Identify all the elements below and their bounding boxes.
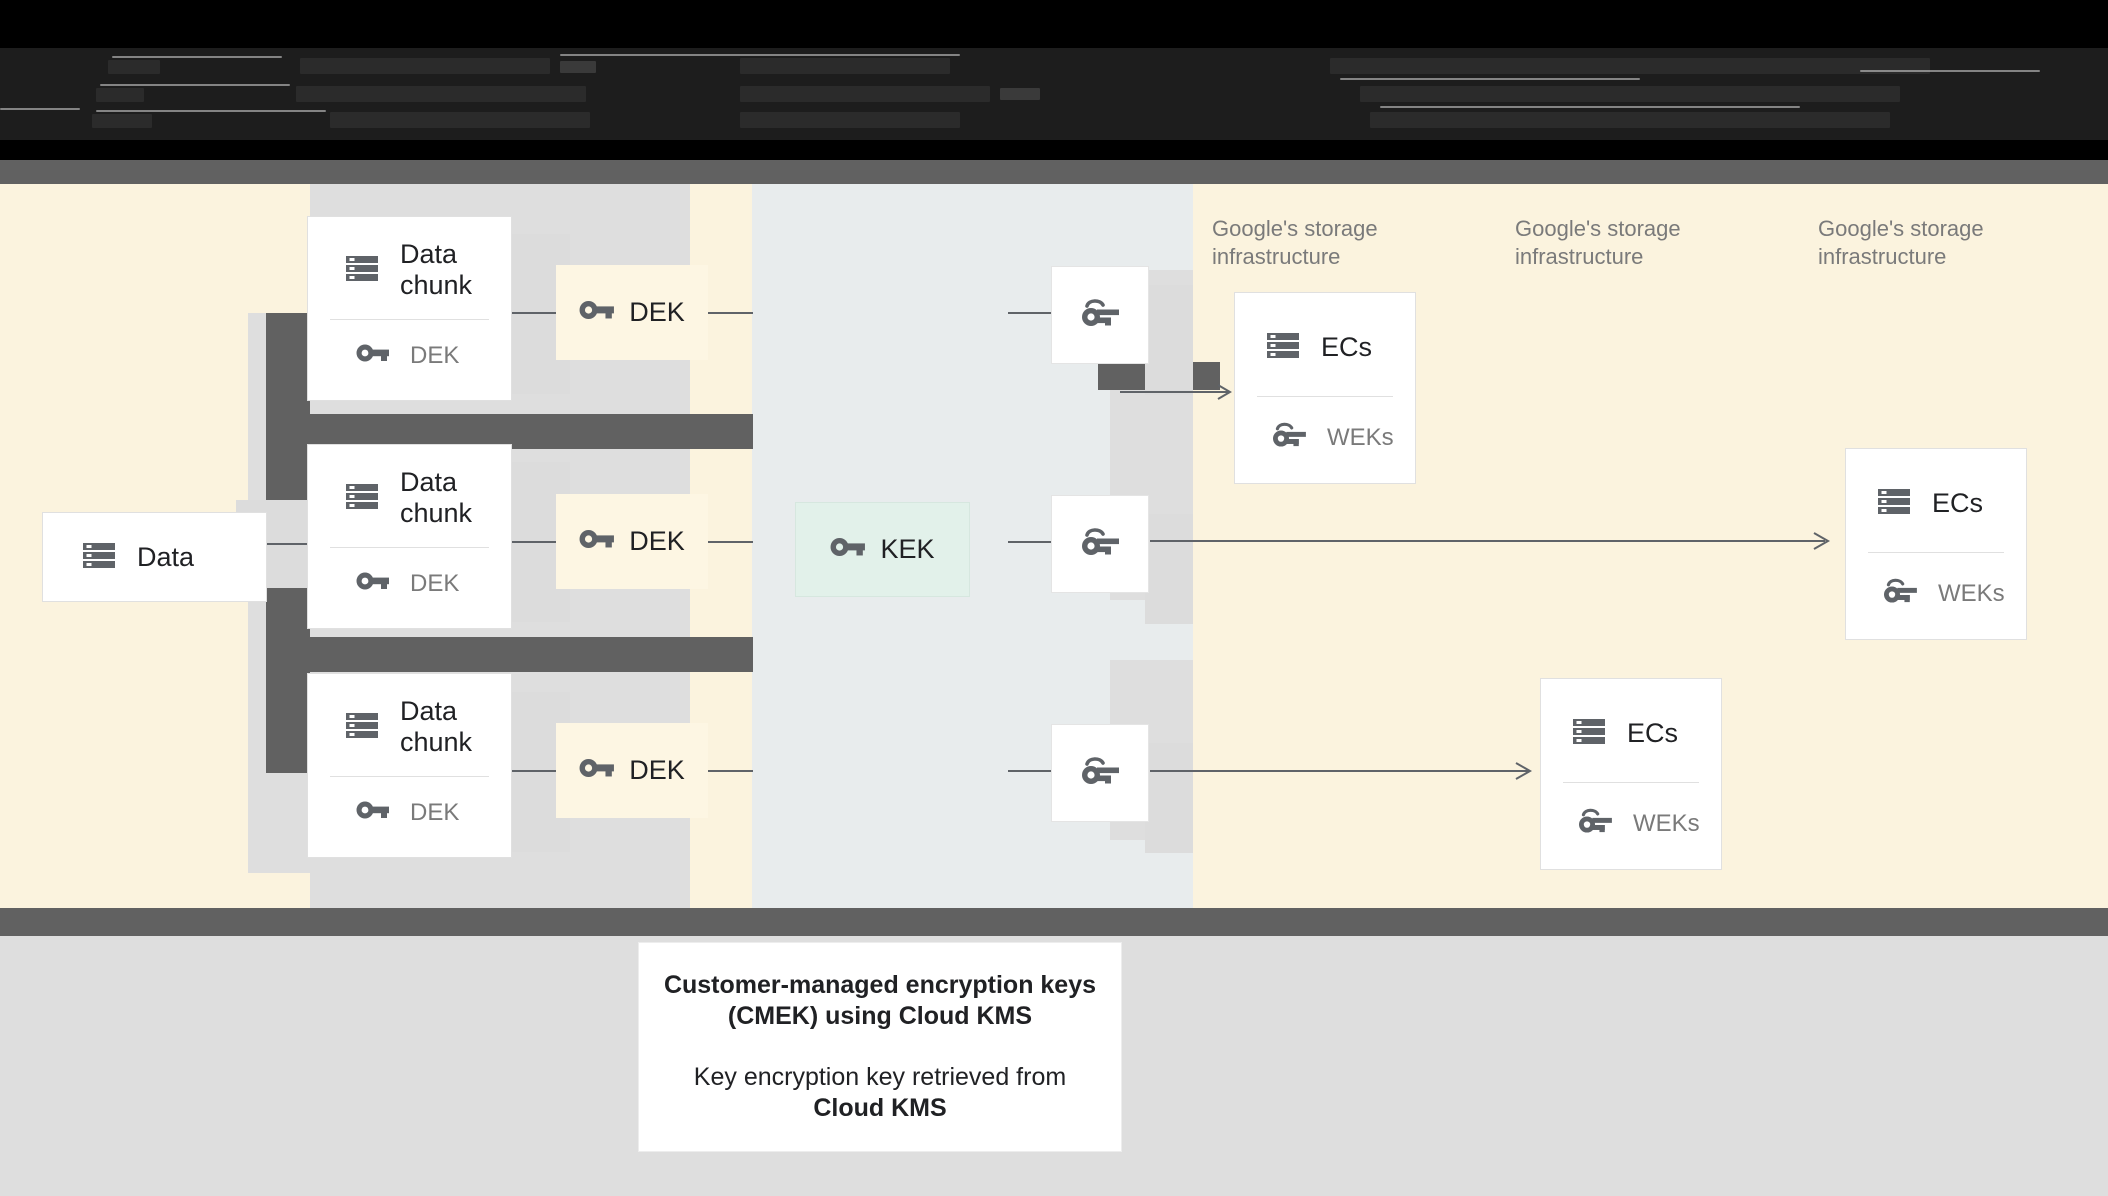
caption-body-line2: Cloud KMS	[813, 1094, 947, 1122]
data-card-label: Data	[137, 541, 195, 572]
caption-title-line2: (CMEK) using Cloud KMS	[727, 1002, 1033, 1030]
wek-square-shadow	[1145, 743, 1193, 853]
dek-box-1[interactable]: DEK	[556, 265, 708, 360]
card-divider	[1868, 552, 2004, 553]
wrapped-key-icon	[1078, 295, 1122, 336]
arrow-to-storage-2	[1150, 532, 1831, 550]
server-stack-icon	[1569, 711, 1609, 756]
key-icon	[830, 533, 866, 566]
infra-label-1: Google's storage infrastructure	[1212, 216, 1378, 269]
wek-square-shadow	[1145, 285, 1193, 395]
storage-card-key-label: WEKs	[1327, 423, 1394, 451]
card-divider	[330, 547, 489, 548]
chunk-card-1[interactable]: Data chunk DEK	[307, 216, 512, 401]
header-band	[0, 0, 2108, 160]
key-icon	[356, 340, 390, 371]
card-divider	[1563, 782, 1699, 783]
storage-card-3[interactable]: ECs WEKs	[1540, 678, 1722, 870]
mask-bracket-arm-lower	[266, 637, 753, 672]
server-stack-icon	[79, 535, 119, 580]
server-stack-icon	[342, 476, 382, 521]
key-icon	[579, 754, 615, 787]
wrapped-key-icon	[1575, 805, 1615, 842]
connector-kek-to-wek2	[1008, 541, 1053, 543]
top-separator-band	[0, 160, 2108, 184]
chunk-card-key-label: DEK	[410, 569, 460, 597]
dek-box-label: DEK	[629, 297, 685, 327]
caption-box: Customer-managed encryption keys (CMEK) …	[638, 942, 1122, 1152]
storage-card-title: ECs	[1321, 332, 1373, 362]
dek-box-label: DEK	[629, 526, 685, 556]
wrapped-key-icon	[1078, 524, 1122, 565]
storage-card-key-label: WEKs	[1633, 809, 1700, 837]
kek-box[interactable]: KEK	[795, 502, 970, 597]
card-divider	[1257, 396, 1393, 397]
connector-data-to-chunks	[267, 543, 312, 545]
data-card[interactable]: Data	[42, 512, 267, 602]
connector-chunk2-dek2	[512, 541, 556, 543]
key-icon	[579, 525, 615, 558]
server-stack-icon	[1874, 481, 1914, 526]
connector-dek1-right	[708, 312, 753, 314]
chunk-card-3[interactable]: Data chunk DEK	[307, 673, 512, 858]
bg-patch	[248, 184, 310, 313]
server-stack-icon	[342, 248, 382, 293]
mask-bracket-arm-upper	[266, 414, 753, 449]
key-icon	[356, 797, 390, 828]
connector-to-wek3	[1008, 770, 1053, 772]
chunk-card-title: Data chunk	[400, 696, 473, 757]
wrapped-key-icon	[1880, 575, 1920, 612]
bottom-separator-band	[0, 908, 2108, 936]
connector-chunk1-dek1	[512, 312, 556, 314]
infra-label-3: Google's storage infrastructure	[1818, 216, 1984, 269]
connector-dek3-right	[708, 770, 753, 772]
chunk-card-title: Data chunk	[400, 239, 473, 300]
dek-box-2[interactable]: DEK	[556, 494, 708, 589]
chunk-card-2[interactable]: Data chunk DEK	[307, 444, 512, 629]
dek-box-3[interactable]: DEK	[556, 723, 708, 818]
storage-card-1[interactable]: ECs WEKs	[1234, 292, 1416, 484]
wrapped-key-square-3[interactable]	[1051, 724, 1149, 822]
connector-dek2-right	[708, 541, 753, 543]
wrapped-key-icon	[1078, 753, 1122, 794]
connector-to-wek1	[1008, 312, 1053, 314]
arrow-to-storage-3	[1150, 762, 1533, 780]
caption-title-line1: Customer-managed encryption keys	[663, 971, 1097, 999]
kek-box-label: KEK	[880, 534, 935, 564]
server-stack-icon	[342, 705, 382, 750]
chunk-card-key-label: DEK	[410, 798, 460, 826]
wek-square-shadow	[1145, 514, 1193, 624]
wrapped-key-square-1[interactable]	[1051, 266, 1149, 364]
storage-card-title: ECs	[1932, 488, 1984, 518]
chunk-card-title: Data chunk	[400, 467, 473, 528]
key-icon	[356, 568, 390, 599]
header-obscured-text	[0, 48, 2108, 140]
storage-card-title: ECs	[1627, 718, 1679, 748]
wrapped-key-square-2[interactable]	[1051, 495, 1149, 593]
bg-patch	[248, 873, 310, 908]
caption-body-line1: Key encryption key retrieved from	[693, 1063, 1067, 1091]
card-divider	[330, 776, 489, 777]
server-stack-icon	[1263, 325, 1303, 370]
connector-chunk3-dek3	[512, 770, 556, 772]
arrow-to-storage-1	[1120, 384, 1232, 400]
key-icon	[579, 296, 615, 329]
storage-card-2[interactable]: ECs WEKs	[1845, 448, 2027, 640]
chunk-card-key-label: DEK	[410, 341, 460, 369]
dek-box-label: DEK	[629, 755, 685, 785]
wrapped-key-icon	[1269, 419, 1309, 456]
infra-label-2: Google's storage infrastructure	[1515, 216, 1681, 269]
storage-card-key-label: WEKs	[1938, 579, 2005, 607]
card-divider	[330, 319, 489, 320]
